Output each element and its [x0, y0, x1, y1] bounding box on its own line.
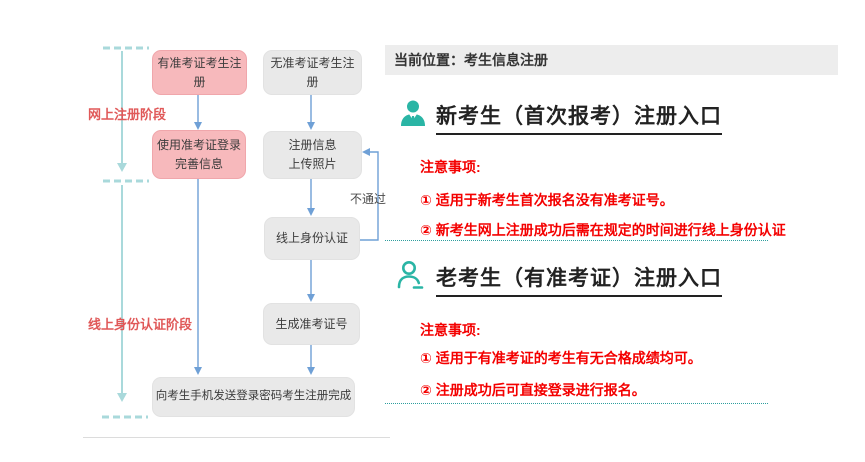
phase-divider-lines — [102, 46, 149, 419]
note-item: ② 注册成功后可直接登录进行报名。 — [420, 382, 646, 398]
flow-node-generate-ticket-number: 生成准考证号 — [263, 303, 360, 345]
flow-node-no-ticket-register: 无准考证考生注 册 — [263, 50, 362, 95]
note-item: ① 适用于有准考证的考生有无合格成绩均可。 — [420, 350, 702, 366]
edge-label-not-passed: 不通过 — [350, 192, 387, 206]
note-item: ② 新考生网上注册成功后需在规定的时间进行线上身份认证 — [420, 222, 786, 238]
flow-node-online-identity-verify: 线上身份认证 — [264, 217, 360, 260]
businessman-icon — [399, 99, 427, 132]
section-divider — [385, 403, 768, 404]
flow-arrowheads — [194, 122, 370, 375]
flow-node-has-ticket-register: 有准考证考生注 册 — [152, 50, 247, 95]
old-examinee-entry-link[interactable]: 老考生（有准考证）注册入口 — [436, 262, 722, 297]
section-divider — [385, 240, 768, 241]
phase-label-online-registration: 网上注册阶段 — [88, 107, 167, 122]
notes-title: 注意事项: — [420, 159, 481, 175]
phase-arrowheads — [117, 163, 127, 402]
notes-title: 注意事项: — [420, 322, 481, 338]
breadcrumb: 当前位置：考生信息注册 — [385, 45, 838, 75]
flow-arrows — [197, 93, 379, 368]
registration-flowchart: 网上注册阶段 线上身份认证阶段 有准考证考生注 册 无准考证考生注 册 使用准考… — [0, 0, 400, 462]
flow-node-login-complete-info: 使用准考证登录 完善信息 — [152, 130, 246, 179]
registration-panel: 当前位置：考生信息注册 新考生（首次报考）注册入口 注意事项: ① 适用于新考生… — [385, 0, 865, 462]
note-item: ① 适用于新考生首次报名没有准考证号。 — [420, 192, 674, 208]
flow-connectors — [102, 46, 379, 419]
new-examinee-entry-link[interactable]: 新考生（首次报考）注册入口 — [436, 100, 722, 135]
flow-node-register-upload-photo: 注册信息 上传照片 — [263, 131, 362, 179]
flowchart-bottom-divider — [83, 437, 390, 438]
flow-node-send-password-complete: 向考生手机发送登录密码考生注册完成 — [152, 377, 355, 417]
breadcrumb-label: 当前位置：考生信息注册 — [394, 52, 548, 68]
phase-label-online-identity: 线上身份认证阶段 — [88, 317, 193, 332]
person-outline-icon — [396, 260, 426, 295]
